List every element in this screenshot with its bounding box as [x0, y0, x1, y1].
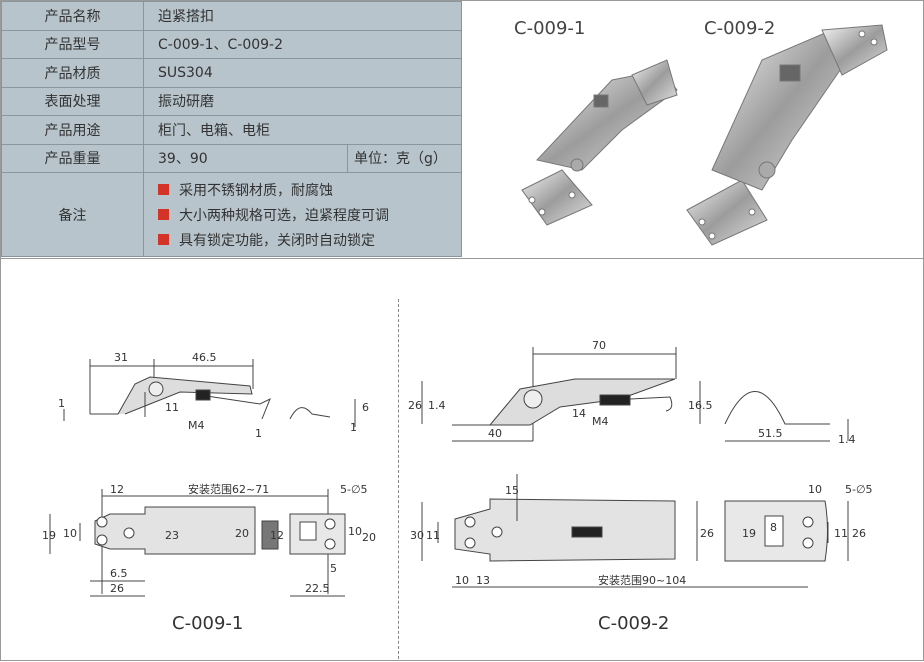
dim-23: 23 [165, 529, 179, 542]
dim-13: 13 [476, 574, 490, 587]
technical-drawings: 31 46.5 1 11 M4 1 6 1 12 安装范围62~71 5-∅5 … [0, 258, 924, 661]
dim-8: 8 [770, 521, 777, 534]
dim-12: 12 [110, 483, 124, 496]
row-label: 产品重量 [1, 143, 144, 173]
dim-31: 31 [114, 351, 128, 364]
drawing-c0091-side [63, 359, 356, 427]
model-label-2: C-009-2 [598, 613, 670, 634]
dim-1: 1 [58, 397, 65, 410]
row-value: 振动研磨 [143, 86, 462, 116]
drawing-c0092-side [421, 347, 849, 442]
dim-19: 19 [42, 529, 56, 542]
dim-5: 5 [330, 562, 337, 575]
bullet-icon [158, 184, 169, 195]
label-m4: M4 [188, 419, 205, 432]
notes-label: 备注 [1, 172, 144, 257]
install-range: 安装范围62~71 [188, 482, 269, 496]
note-text: 大小两种规格可选，迫紧程度可调 [179, 207, 389, 224]
row-label: 产品名称 [1, 1, 144, 31]
product-photos: C-009-1 C-009-2 [462, 0, 924, 258]
dim-30: 30 [410, 529, 424, 542]
photo-label-1: C-009-1 [514, 18, 586, 39]
dim-26c: 26 [852, 527, 866, 540]
model-label-1: C-009-1 [172, 613, 244, 634]
photo-label-2: C-009-2 [704, 18, 776, 39]
dim-20a: 20 [235, 527, 249, 540]
table-row: 表面处理振动研磨 [1, 86, 462, 116]
row-value: SUS304 [143, 58, 462, 88]
dim-46-5: 46.5 [192, 351, 217, 364]
note-item: 具有锁定功能，关闭时自动锁定 [158, 227, 447, 252]
dim-40: 40 [488, 427, 502, 440]
dim-1-4: 1.4 [428, 399, 446, 412]
dim-10b: 10 [808, 483, 822, 496]
row-label: 产品材质 [1, 58, 144, 88]
install-range: 安装范围90~104 [598, 573, 686, 587]
note-item: 大小两种规格可选，迫紧程度可调 [158, 202, 447, 227]
row-value: 39、90 [143, 143, 348, 173]
row-value: 迫紧搭扣 [143, 1, 462, 31]
drawing-c0092-top [421, 474, 849, 588]
row-value: C-009-1、C-009-2 [143, 29, 462, 59]
row-label: 产品用途 [1, 115, 144, 145]
note-item: 采用不锈钢材质，耐腐蚀 [158, 177, 447, 202]
weight-unit: 单位：克（g） [347, 143, 462, 173]
dim-26b: 26 [700, 527, 714, 540]
row-label: 产品型号 [1, 29, 144, 59]
dim-16-5: 16.5 [688, 399, 713, 412]
row-value: 柜门、电箱、电柜 [143, 115, 462, 145]
row-label: 表面处理 [1, 86, 144, 116]
note-text: 具有锁定功能，关闭时自动锁定 [179, 232, 375, 249]
dim-11b: 11 [834, 527, 848, 540]
dim-14: 14 [572, 407, 586, 420]
dim-10: 10 [455, 574, 469, 587]
table-row: 产品名称迫紧搭扣 [1, 1, 462, 31]
label-m4: M4 [592, 415, 609, 428]
dim-6-5: 6.5 [110, 567, 128, 580]
dim-10: 10 [63, 527, 77, 540]
bullet-icon [158, 209, 169, 220]
dim-11: 11 [165, 401, 179, 414]
table-row: 备注 采用不锈钢材质，耐腐蚀 大小两种规格可选，迫紧程度可调 具有锁定功能，关闭… [1, 172, 462, 257]
holes-spec: 5-∅5 [340, 483, 368, 496]
dim-10b: 10 [348, 525, 362, 538]
dim-11: 11 [426, 529, 440, 542]
dim-19: 19 [742, 527, 756, 540]
dim-70: 70 [592, 339, 606, 352]
dim-22-5: 22.5 [305, 582, 330, 595]
dim-51-5: 51.5 [758, 427, 783, 440]
holes-spec: 5-∅5 [845, 483, 873, 496]
table-row: 产品用途柜门、电箱、电柜 [1, 115, 462, 145]
dim-26: 26 [110, 582, 124, 595]
bullet-icon [158, 234, 169, 245]
dim-15: 15 [505, 484, 519, 497]
dim-20: 20 [362, 531, 376, 544]
latch-photos-image [521, 24, 888, 246]
dim-1b: 1 [255, 427, 262, 440]
dim-12b: 12 [270, 529, 284, 542]
drawing-c0091-top [49, 489, 346, 597]
dim-1c: 1 [350, 421, 357, 434]
latch-photo-small [521, 59, 678, 226]
note-text: 采用不锈钢材质，耐腐蚀 [179, 182, 333, 199]
dim-1-4b: 1.4 [838, 433, 856, 446]
latch-photo-large [686, 24, 888, 246]
divider [398, 299, 399, 659]
dimension-drawings: 31 46.5 1 11 M4 1 6 1 12 安装范围62~71 5-∅5 … [42, 339, 873, 597]
dim-26: 26 [408, 399, 422, 412]
dim-6: 6 [362, 401, 369, 414]
notes-cell: 采用不锈钢材质，耐腐蚀 大小两种规格可选，迫紧程度可调 具有锁定功能，关闭时自动… [143, 172, 462, 257]
